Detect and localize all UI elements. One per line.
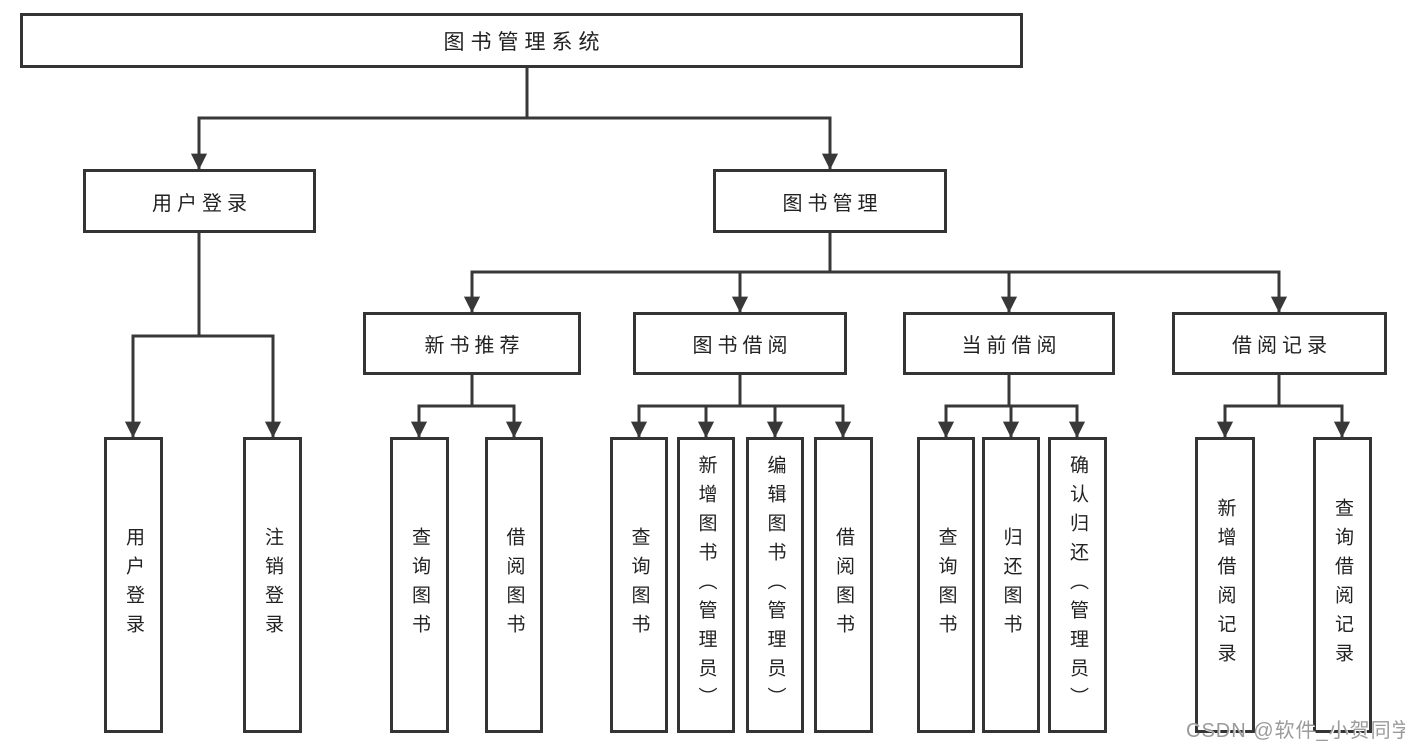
node-user-login-branch: 用户登录 xyxy=(83,169,316,233)
leaf-logout: 注销登录 xyxy=(243,437,302,733)
leaf-add-borrow-record: 新增借阅记录 xyxy=(1195,437,1255,733)
node-book-borrowing: 图书借阅 xyxy=(633,312,847,375)
node-new-book-recommendation: 新书推荐 xyxy=(363,312,581,375)
leaf-borrow-books-recommend: 借阅图书 xyxy=(485,437,543,733)
leaf-user-login: 用户登录 xyxy=(104,437,163,733)
leaf-add-books-admin: 新增图书（管理员） xyxy=(677,437,735,733)
leaf-edit-books-admin: 编辑图书（管理员） xyxy=(746,437,804,733)
node-book-management-branch: 图书管理 xyxy=(713,169,947,233)
node-current-borrowing: 当前借阅 xyxy=(903,312,1115,375)
leaf-borrow-books-borrowing: 借阅图书 xyxy=(814,437,873,733)
leaf-query-books-recommend: 查询图书 xyxy=(390,437,449,733)
leaf-query-borrow-record: 查询借阅记录 xyxy=(1313,437,1372,733)
leaf-return-books: 归还图书 xyxy=(982,437,1040,733)
leaf-confirm-return-admin: 确认归还（管理员） xyxy=(1048,437,1107,733)
node-root-library-system: 图书管理系统 xyxy=(20,13,1023,68)
csdn-watermark: CSDN @软件_小贺同学 xyxy=(1186,720,1405,742)
leaf-query-books-borrowing: 查询图书 xyxy=(610,437,668,733)
leaf-query-books-current: 查询图书 xyxy=(917,437,975,733)
node-borrowing-records: 借阅记录 xyxy=(1172,312,1387,375)
